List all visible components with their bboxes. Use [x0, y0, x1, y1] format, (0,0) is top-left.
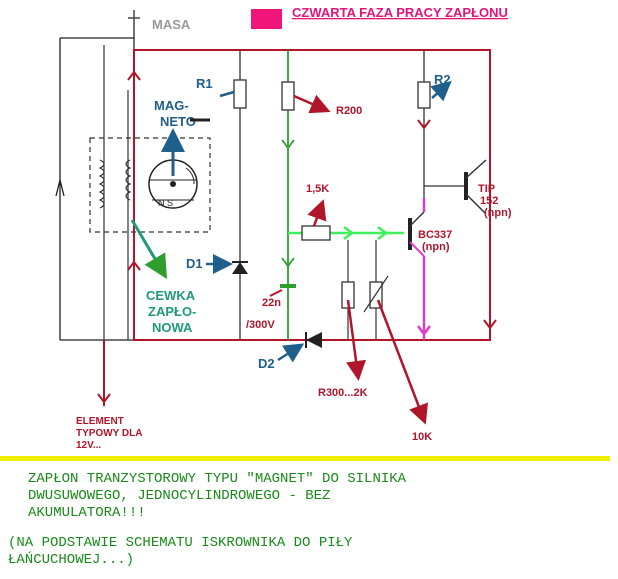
magneto-left-arrow: [55, 179, 65, 197]
flow-arrow-left-bottom: [127, 260, 141, 271]
d2-diode: [306, 332, 322, 348]
r300-pointer: [346, 299, 366, 381]
tip152-emitter: [465, 193, 487, 215]
title-marker: [251, 9, 282, 29]
green-flow-arrow-1: [281, 139, 295, 150]
d2-pointer: [277, 343, 305, 363]
bc337-label-2: (npn): [422, 241, 450, 253]
r1-pointer: [219, 90, 235, 98]
magneto-label-2: NETO: [160, 114, 196, 129]
r10k-label: 10K: [412, 431, 432, 443]
r200-resistor: [281, 81, 295, 111]
element-label-1: ELEMENT: [76, 416, 124, 427]
r-1-5k-label: 1,5K: [306, 183, 329, 195]
magneto-housing: [89, 137, 211, 233]
r1-resistor: [233, 79, 247, 109]
signal-arrow-2: [377, 226, 389, 240]
element-label-2: TYPOWY DLA: [76, 428, 142, 439]
r10k-slash: [363, 275, 389, 313]
element-arrow: [97, 393, 111, 404]
tip152-collector: [465, 159, 487, 179]
page-title: CZWARTA FAZA PRACY ZAPŁONU: [292, 5, 508, 20]
signal-arrow-1: [343, 226, 355, 240]
r200-label: R200: [336, 105, 362, 117]
coil-pointer: [130, 219, 168, 280]
cap-pointer: [269, 289, 283, 297]
r2-label: R2: [434, 72, 451, 87]
caption-line-4: (NA PODSTAWIE SCHEMATU ISKROWNIKA DO PIŁ…: [8, 535, 353, 551]
r2-flow-arrow: [417, 119, 431, 130]
magneto-frame: [59, 37, 134, 341]
r200-pointer: [293, 94, 331, 114]
magenta-flow-arrow: [417, 325, 431, 337]
rotor-magnet: [150, 179, 196, 201]
caption-line-3: AKUMULATORA!!!: [28, 505, 146, 521]
bc337-label-1: BC337: [418, 229, 452, 241]
r-1-5k-pointer: [307, 199, 327, 227]
tip-label-2: 152: [480, 195, 498, 207]
flow-arrow-right: [483, 319, 497, 330]
caption-line-5: ŁAŃCUCHOWEJ...): [8, 552, 135, 568]
bc337-collector: [409, 211, 425, 227]
cewka-label-1: CEWKA: [146, 288, 196, 303]
r2-resistor: [417, 81, 431, 109]
tip-label-3: (npn): [484, 207, 512, 219]
masa-label: MASA: [152, 17, 191, 32]
d2-label: D2: [258, 356, 275, 371]
cewka-label-3: NOWA: [152, 320, 193, 335]
r300-label: R300...2K: [318, 387, 368, 399]
cewka-label-2: ZAPŁO-: [148, 304, 196, 319]
caption-line-2: DWUSUWOWEGO, JEDNOCYLINDROWEGO - BEZ: [28, 488, 331, 504]
d1-diode: [232, 262, 248, 274]
r1-label: R1: [196, 76, 213, 91]
ignition-coil: [98, 159, 105, 209]
tip-label-1: TIP: [478, 183, 495, 195]
rotation-arrow: [185, 167, 195, 185]
cap-label-2: /300V: [246, 319, 275, 331]
caption-band: ZAPŁON TRANZYSTOROWY TYPU "MAGNET" DO SI…: [0, 456, 610, 568]
magneto-label-1: MAG-: [154, 98, 189, 113]
rotor-axle: [170, 181, 176, 187]
caption-line-1: ZAPŁON TRANZYSTOROWY TYPU "MAGNET" DO SI…: [28, 471, 407, 487]
r10k-pointer: [376, 299, 428, 425]
r-1-5k-resistor: [301, 225, 331, 241]
rotor-poles: N S: [158, 198, 173, 208]
flow-arrow-left-top: [127, 70, 141, 81]
element-label-3: 12V...: [76, 440, 101, 451]
bc337-emitter: [409, 241, 425, 257]
r2-pointer: [430, 80, 452, 102]
cap-label-1: 22n: [262, 297, 281, 309]
ignition-coil-secondary: [125, 159, 132, 201]
d1-label: D1: [186, 256, 203, 271]
green-flow-arrow-2: [281, 257, 295, 268]
